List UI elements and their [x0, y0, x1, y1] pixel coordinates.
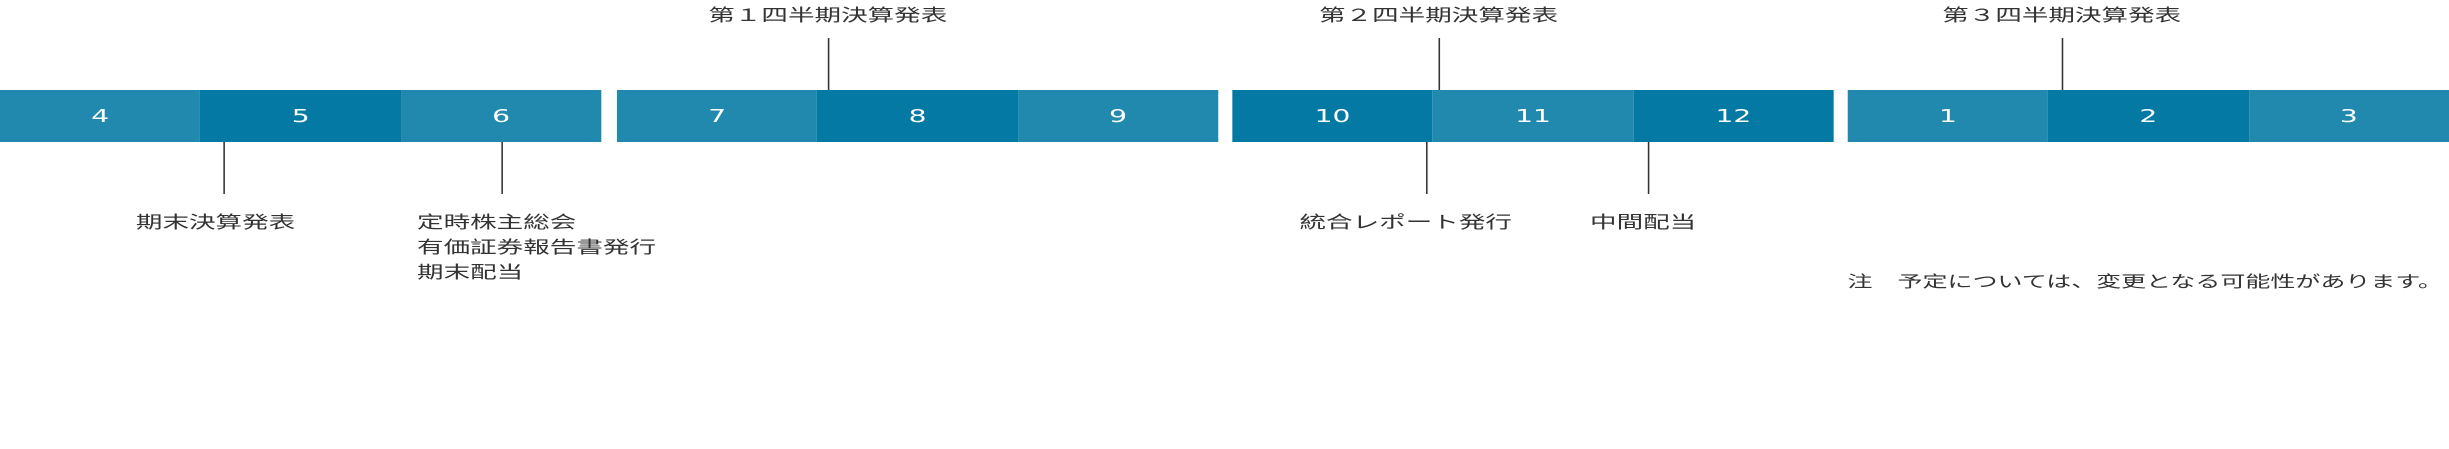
event-label-october: 統合レポート発行 — [1299, 213, 1512, 233]
connector-line — [1647, 142, 1650, 194]
event-line: 有価証券報告書発行 — [417, 238, 656, 258]
month-cell: 11 — [1432, 90, 1634, 142]
connector-line — [1426, 142, 1428, 194]
quarter-2: 7 8 9 — [616, 90, 1219, 142]
month-cell: 4 — [0, 90, 201, 142]
event-label-may: 期末決算発表 — [135, 213, 296, 233]
month-cell: 6 — [400, 90, 602, 142]
quarter-3: 10 11 12 — [1232, 90, 1834, 142]
connector-line — [827, 38, 830, 90]
month-cell: 5 — [200, 90, 401, 142]
month-cell: 12 — [1633, 90, 1834, 142]
connector-line — [1438, 38, 1441, 90]
connector-line — [223, 142, 225, 194]
connector-line — [2061, 38, 2064, 90]
quarter-1: 4 5 6 — [0, 90, 602, 142]
quarter-4: 1 2 3 — [1847, 90, 2449, 142]
footnote: 注 予定については、変更となる可能性があります。 — [1847, 272, 2443, 291]
event-label-june: 定時株主総会 有価証券報告書発行 期末配当 — [417, 211, 656, 286]
event-label-q3: 第３四半期決算発表 — [1942, 6, 2182, 26]
month-cell: 9 — [1017, 90, 1219, 142]
month-cell: 2 — [2048, 90, 2249, 142]
month-cell: 1 — [1847, 90, 2049, 142]
event-line: 期末配当 — [417, 263, 524, 283]
month-cell: 3 — [2248, 90, 2449, 142]
event-label-december: 中間配当 — [1590, 213, 1697, 233]
event-line: 定時株主総会 — [417, 213, 577, 233]
month-cell: 8 — [817, 90, 1018, 142]
connector-line — [501, 142, 503, 194]
month-cell: 7 — [616, 90, 818, 142]
month-cell: 10 — [1232, 90, 1433, 142]
event-label-q1: 第１四半期決算発表 — [708, 6, 948, 26]
event-label-q2: 第２四半期決算発表 — [1319, 6, 1558, 26]
